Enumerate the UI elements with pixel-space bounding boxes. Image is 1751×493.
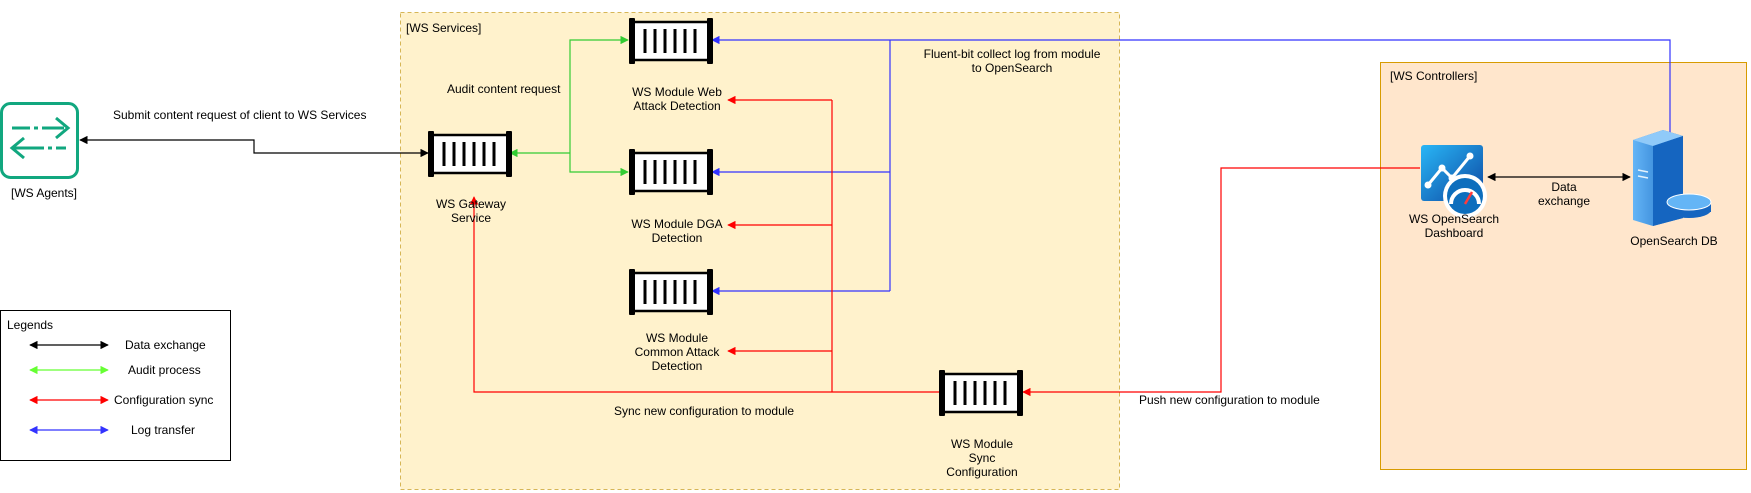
legend: Legends Data exchange Audit process Conf… xyxy=(0,310,231,461)
audit-request-label: Audit content request xyxy=(447,82,561,96)
dga-label-2: Detection xyxy=(652,231,703,245)
sync-new-config-label: Sync new configuration to module xyxy=(614,404,794,418)
gateway-label-1: WS Gateway xyxy=(436,197,506,211)
edge-config-sync-gateway xyxy=(469,196,940,393)
ws-agents-label: [WS Agents] xyxy=(11,186,77,200)
common-attack-label-1: WS Module xyxy=(646,331,708,345)
sync-config-label-1: WS Module xyxy=(951,437,1013,451)
fluent-bit-label-1: Fluent-bit collect log from module xyxy=(924,47,1101,61)
opensearch-db-server-icon xyxy=(1633,130,1712,226)
edge-log-opensearch xyxy=(711,35,1671,141)
sync-config-label-3: Configuration xyxy=(946,465,1017,479)
gateway-container-icon xyxy=(426,129,514,179)
opensearch-db-label: OpenSearch DB xyxy=(1630,234,1717,248)
opensearch-dashboard-icon xyxy=(1421,145,1487,218)
legend-title: Legends xyxy=(7,318,53,332)
legend-item-log-transfer: Log transfer xyxy=(131,423,195,437)
edge-config-dashboard-sync xyxy=(1022,167,1420,397)
legend-item-data-exchange: Data exchange xyxy=(125,338,206,352)
edge-audit-dga xyxy=(569,153,629,177)
push-new-config-label: Push new configuration to module xyxy=(1139,393,1320,407)
sync-config-container-icon xyxy=(937,368,1025,418)
edge-audit-web xyxy=(569,35,629,153)
sync-config-label-2: Sync xyxy=(969,451,996,465)
common-attack-label-2: Common Attack xyxy=(635,345,721,359)
dashboard-label-2: Dashboard xyxy=(1425,226,1484,240)
web-attack-container-icon xyxy=(627,16,715,66)
gateway-label-2: Service xyxy=(451,211,491,225)
data-exchange-label-2: exchange xyxy=(1538,194,1590,208)
web-attack-label-1: WS Module Web xyxy=(632,85,722,99)
common-attack-label-3: Detection xyxy=(652,359,703,373)
common-attack-container-icon xyxy=(627,267,715,317)
web-attack-label-2: Attack Detection xyxy=(633,99,720,113)
data-exchange-label-1: Data xyxy=(1551,180,1577,194)
dashboard-label-1: WS OpenSearch xyxy=(1409,212,1499,226)
ws-agents-icon xyxy=(0,102,79,179)
ws-controllers-group-label: [WS Controllers] xyxy=(1390,69,1477,83)
fluent-bit-label-2: to OpenSearch xyxy=(972,61,1053,75)
legend-item-audit-process: Audit process xyxy=(128,363,201,377)
edge-agents-gateway xyxy=(79,135,429,158)
ws-services-group-label: [WS Services] xyxy=(406,21,481,35)
ws-controllers-group xyxy=(1380,62,1747,470)
dga-label-1: WS Module DGA xyxy=(631,217,722,231)
submit-request-label: Submit content request of client to WS S… xyxy=(113,108,366,122)
dga-container-icon xyxy=(627,147,715,197)
legend-item-configuration-sync: Configuration sync xyxy=(114,393,213,407)
